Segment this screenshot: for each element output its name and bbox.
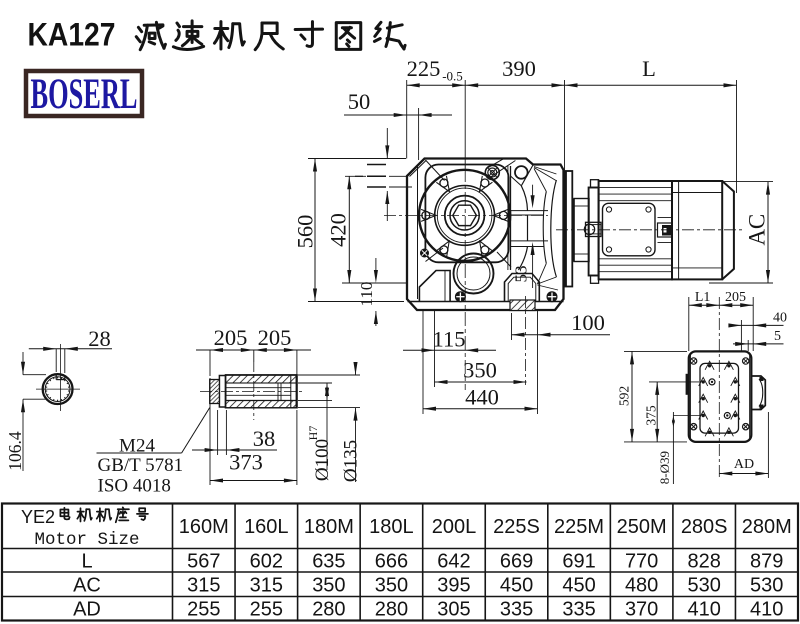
svg-text:180M: 180M bbox=[304, 516, 354, 538]
svg-text:L: L bbox=[81, 550, 92, 572]
svg-text:205: 205 bbox=[214, 325, 248, 350]
svg-text:106.4: 106.4 bbox=[5, 431, 25, 471]
svg-text:180L: 180L bbox=[369, 516, 414, 538]
svg-text:828: 828 bbox=[687, 550, 720, 572]
svg-text:100: 100 bbox=[571, 310, 605, 335]
svg-text:592: 592 bbox=[617, 386, 632, 406]
svg-text:205: 205 bbox=[258, 325, 292, 350]
svg-text:602: 602 bbox=[250, 550, 283, 572]
svg-text:691: 691 bbox=[562, 550, 595, 572]
svg-text:879: 879 bbox=[750, 550, 783, 572]
svg-text:642: 642 bbox=[437, 550, 470, 572]
svg-text:160M: 160M bbox=[179, 516, 229, 538]
svg-text:373: 373 bbox=[229, 450, 263, 475]
svg-text:225: 225 bbox=[407, 56, 441, 81]
svg-text:AD: AD bbox=[73, 599, 101, 621]
svg-text:AC: AC bbox=[745, 214, 770, 246]
svg-text:50: 50 bbox=[348, 89, 371, 114]
svg-text:280S: 280S bbox=[681, 516, 728, 538]
svg-text:635: 635 bbox=[312, 550, 345, 572]
svg-text:GB/T 5781: GB/T 5781 bbox=[98, 455, 184, 476]
svg-text:115: 115 bbox=[433, 327, 466, 352]
svg-text:YE2: YE2 bbox=[21, 507, 55, 527]
svg-text:666: 666 bbox=[375, 550, 408, 572]
svg-text:280M: 280M bbox=[742, 516, 792, 538]
svg-text:370: 370 bbox=[625, 599, 658, 621]
svg-text:255: 255 bbox=[187, 599, 220, 621]
svg-text:420: 420 bbox=[326, 213, 351, 247]
svg-text:28: 28 bbox=[88, 326, 111, 351]
svg-text:480: 480 bbox=[625, 574, 658, 596]
svg-text:M24: M24 bbox=[119, 436, 155, 457]
svg-text:530: 530 bbox=[750, 574, 783, 596]
svg-text:567: 567 bbox=[187, 550, 220, 572]
svg-text:110: 110 bbox=[357, 282, 376, 307]
svg-text:315: 315 bbox=[187, 574, 220, 596]
svg-text:440: 440 bbox=[465, 385, 499, 410]
svg-text:280: 280 bbox=[312, 599, 345, 621]
svg-text:315: 315 bbox=[250, 574, 283, 596]
svg-text:Motor Size: Motor Size bbox=[35, 530, 140, 550]
svg-text:560: 560 bbox=[293, 215, 318, 249]
svg-text:350: 350 bbox=[463, 358, 497, 383]
svg-text:38: 38 bbox=[253, 426, 276, 451]
svg-text:669: 669 bbox=[500, 550, 533, 572]
svg-text:335: 335 bbox=[500, 599, 533, 621]
svg-text:40: 40 bbox=[773, 311, 787, 326]
svg-text:205: 205 bbox=[725, 290, 746, 305]
svg-text:450: 450 bbox=[500, 574, 533, 596]
svg-text:L1: L1 bbox=[695, 290, 711, 305]
svg-text:AD: AD bbox=[734, 457, 754, 472]
svg-text:8-Ø39: 8-Ø39 bbox=[657, 451, 672, 484]
svg-text:5: 5 bbox=[774, 329, 781, 344]
svg-text:280: 280 bbox=[375, 599, 408, 621]
svg-text:225M: 225M bbox=[554, 516, 604, 538]
svg-text:Ø135: Ø135 bbox=[341, 440, 362, 482]
svg-text:L: L bbox=[642, 56, 656, 81]
svg-text:410: 410 bbox=[750, 599, 783, 621]
svg-text:ISO 4018: ISO 4018 bbox=[98, 476, 171, 497]
svg-text:200L: 200L bbox=[432, 516, 477, 538]
svg-text:395: 395 bbox=[437, 574, 470, 596]
svg-text:-0.5: -0.5 bbox=[442, 69, 463, 84]
svg-text:250M: 250M bbox=[617, 516, 667, 538]
svg-text:BOSERL: BOSERL bbox=[31, 70, 138, 118]
svg-text:Ø100: Ø100 bbox=[312, 439, 333, 481]
svg-text:AC: AC bbox=[73, 574, 101, 596]
svg-text:255: 255 bbox=[250, 599, 283, 621]
svg-text:410: 410 bbox=[687, 599, 720, 621]
svg-text:770: 770 bbox=[625, 550, 658, 572]
svg-text:350: 350 bbox=[375, 574, 408, 596]
svg-text:KA127: KA127 bbox=[28, 17, 116, 53]
svg-text:390: 390 bbox=[502, 56, 536, 81]
svg-text:160L: 160L bbox=[244, 516, 289, 538]
svg-text:350: 350 bbox=[312, 574, 345, 596]
svg-text:375: 375 bbox=[644, 405, 659, 426]
svg-text:335: 335 bbox=[562, 599, 595, 621]
svg-text:H7: H7 bbox=[306, 426, 320, 441]
svg-text:225S: 225S bbox=[493, 516, 540, 538]
svg-text:530: 530 bbox=[687, 574, 720, 596]
svg-text:450: 450 bbox=[562, 574, 595, 596]
svg-text:305: 305 bbox=[437, 599, 470, 621]
